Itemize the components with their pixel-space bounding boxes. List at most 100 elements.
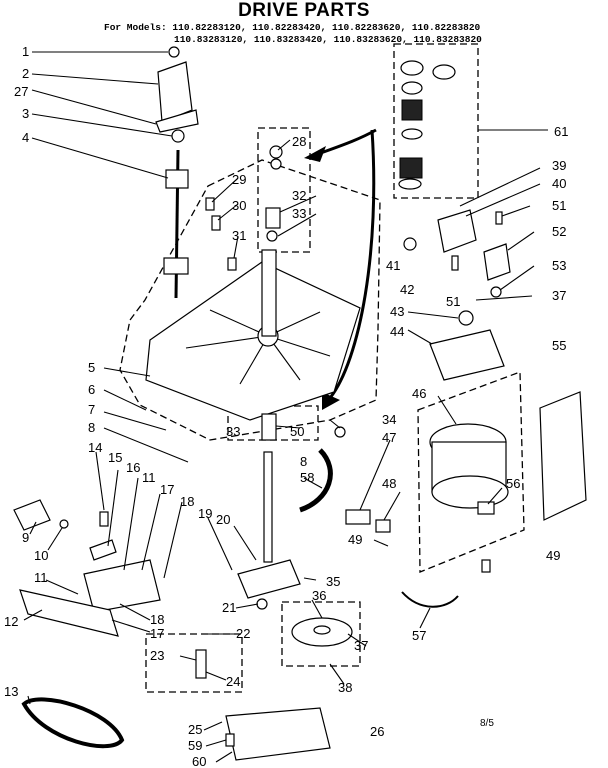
callout-51-lower: 51 xyxy=(446,294,460,309)
callout-48: 48 xyxy=(382,476,396,491)
callout-8-left: 8 xyxy=(88,420,95,435)
callout-33-top: 33 xyxy=(292,206,306,221)
part-49-screw-right xyxy=(481,559,491,573)
gearbox-parts-outline xyxy=(281,601,361,667)
part-4-clip-bottom xyxy=(163,257,189,275)
callout-21: 21 xyxy=(222,600,236,615)
callout-19: 19 xyxy=(198,506,212,521)
callout-40: 40 xyxy=(552,176,566,191)
part-59-bolt xyxy=(225,733,235,747)
callout-18-upper: 18 xyxy=(180,494,194,509)
callout-43: 43 xyxy=(390,304,404,319)
part-47-capacitor xyxy=(345,509,371,525)
callout-26: 26 xyxy=(370,724,384,739)
part-44-plate xyxy=(429,329,505,381)
part-13-belt xyxy=(21,697,125,749)
part-61-base xyxy=(398,178,422,190)
callout-18-lower: 18 xyxy=(150,612,164,627)
callout-56: 56 xyxy=(506,476,520,491)
callout-33-bottom: 33 xyxy=(226,424,240,439)
motor-bottom xyxy=(431,475,509,509)
callout-42: 42 xyxy=(400,282,414,297)
callout-49-center: 49 xyxy=(348,532,362,547)
base-plate-spider xyxy=(185,309,331,385)
motor-mount-outline xyxy=(393,43,479,199)
callout-49-right: 49 xyxy=(546,548,560,563)
callout-5: 5 xyxy=(88,360,95,375)
callout-36: 36 xyxy=(312,588,326,603)
callout-29: 29 xyxy=(232,172,246,187)
callout-10: 10 xyxy=(34,548,48,563)
curved-arrow-bottom-head xyxy=(322,392,340,410)
part-15-lever xyxy=(89,539,117,561)
part-23-spring xyxy=(195,649,207,679)
callout-11-lower: 11 xyxy=(34,570,48,585)
motor-outline xyxy=(417,371,525,573)
callout-31: 31 xyxy=(232,228,246,243)
callout-61: 61 xyxy=(554,124,568,139)
curved-arrow-top xyxy=(317,128,377,156)
part-61-mount xyxy=(399,157,423,179)
part-40-bracket xyxy=(437,209,477,253)
part-16-rail xyxy=(83,559,161,613)
callout-12: 12 xyxy=(4,614,18,629)
callout-27: 27 xyxy=(14,84,28,99)
part-61-grommet xyxy=(401,128,423,140)
callout-24: 24 xyxy=(226,674,240,689)
part-55-cover xyxy=(539,391,587,521)
part-56-switch xyxy=(477,501,495,515)
main-shaft xyxy=(263,451,273,563)
callout-17-lower: 17 xyxy=(150,626,164,641)
part-30-screw xyxy=(211,215,221,231)
part-52-bracket xyxy=(483,243,511,281)
callout-46: 46 xyxy=(412,386,426,401)
callout-57: 57 xyxy=(412,628,426,643)
callout-60: 60 xyxy=(192,754,206,768)
callout-37-lower: 37 xyxy=(354,638,368,653)
center-post xyxy=(261,249,277,337)
part-14-screw xyxy=(99,511,109,527)
curved-arrow-bottom xyxy=(328,129,376,399)
part-10-pin xyxy=(59,519,69,529)
part-61-cap-2 xyxy=(432,64,456,80)
callout-39: 39 xyxy=(552,158,566,173)
callout-53: 53 xyxy=(552,258,566,273)
callout-52: 52 xyxy=(552,224,566,239)
callout-35: 35 xyxy=(326,574,340,589)
part-53-washer xyxy=(490,286,502,298)
part-43-nut xyxy=(458,310,474,326)
part-50-bushing xyxy=(261,413,277,441)
leader-lines xyxy=(23,51,541,763)
callout-numbers: 1 2 27 3 4 28 29 30 31 32 33 61 39 40 51… xyxy=(4,44,568,768)
callout-50: 50 xyxy=(290,424,304,439)
part-61-spring xyxy=(401,99,423,121)
part-4-clip-top xyxy=(165,169,189,189)
callout-13: 13 xyxy=(4,684,18,699)
callout-4: 4 xyxy=(22,130,29,145)
callout-51-upper: 51 xyxy=(552,198,566,213)
part-48-clamp xyxy=(375,519,391,533)
part-33-washer-top xyxy=(266,230,278,242)
part-12-rail xyxy=(19,589,119,637)
callout-2: 2 xyxy=(22,66,29,81)
part-32-bushing xyxy=(265,207,281,229)
callout-37-upper: 37 xyxy=(552,288,566,303)
part-27-plate xyxy=(155,109,199,133)
model-list: For Models: 110.82283120, 110.82283420, … xyxy=(104,22,482,46)
callout-15: 15 xyxy=(108,450,122,465)
callout-58: 58 xyxy=(300,470,314,485)
part-31-screw xyxy=(227,257,237,271)
page-code: 8/5 xyxy=(480,718,494,729)
callout-44: 44 xyxy=(390,324,404,339)
part-41-nut xyxy=(403,237,417,251)
callout-16: 16 xyxy=(126,460,140,475)
page-title: DRIVE PARTS xyxy=(238,0,370,21)
part-29-screw xyxy=(205,197,215,211)
callout-38: 38 xyxy=(338,680,352,695)
part-1-screw xyxy=(168,46,180,58)
models-line-2: 110.83283120, 110.83283420, 110.83283620… xyxy=(174,34,482,45)
part-61-cap-3 xyxy=(401,81,423,95)
callout-22: 22 xyxy=(236,626,250,641)
callout-32: 32 xyxy=(292,188,306,203)
